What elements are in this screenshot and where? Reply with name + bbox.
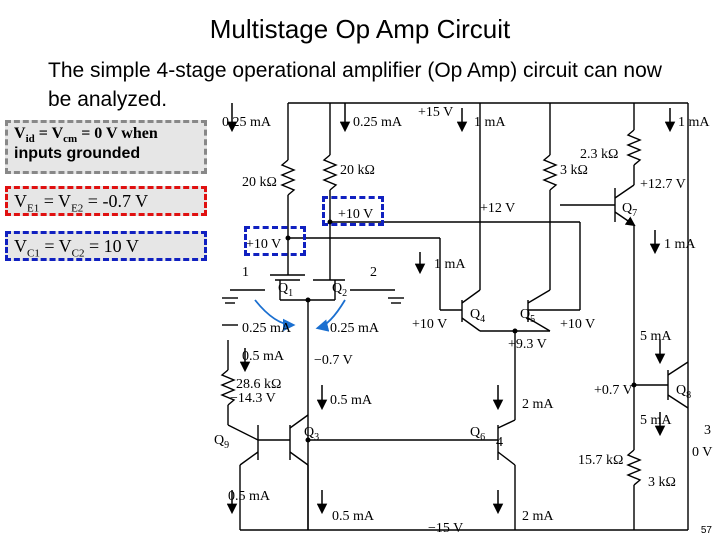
- note-emitter-voltage: VE1 = VE2 = -0.7 V: [5, 186, 207, 216]
- transistor-label-q8: Q8: [676, 383, 691, 401]
- transistor-label-q6: Q6: [470, 425, 485, 443]
- junction-dots: [285, 219, 637, 443]
- current-label: 5 mA: [640, 329, 672, 344]
- current-label: 0.5 mA: [242, 349, 285, 364]
- slide-title: Multistage Op Amp Circuit: [209, 14, 511, 44]
- current-label: 5 mA: [640, 413, 672, 428]
- current-label: 2 mA: [522, 397, 554, 412]
- voltage-label: +10 V: [246, 237, 281, 252]
- current-label: 0.5 mA: [330, 393, 373, 408]
- voltage-label: +9.3 V: [508, 337, 547, 352]
- transistor-label-q9: Q9: [214, 433, 229, 451]
- transistor-label-q1: Q1: [278, 281, 293, 299]
- voltage-label: +10 V: [338, 207, 373, 222]
- page-number: 57: [700, 525, 712, 536]
- resistor-label: 28.6 kΩ: [236, 377, 281, 392]
- voltage-label: +10 V: [412, 317, 447, 332]
- vcc-label: +15 V: [418, 105, 453, 120]
- input-node-2: 2: [370, 265, 377, 280]
- current-label: 1 mA: [434, 257, 466, 272]
- resistor-label: 3 kΩ: [648, 475, 676, 490]
- voltage-label: +10 V: [560, 317, 595, 332]
- node-label-4: 4: [496, 435, 503, 450]
- current-label: 0.25 mA: [242, 321, 292, 336]
- input-node-1: 1: [242, 265, 249, 280]
- current-label: 0.5 mA: [332, 509, 375, 524]
- current-label: 0.25 mA: [330, 321, 380, 336]
- voltage-label: −0.7 V: [314, 353, 353, 368]
- note-vid-vcm: Vid = Vcm = 0 V when inputs grounded: [5, 120, 207, 174]
- node-label-3: 3: [704, 423, 711, 438]
- resistor-label: 15.7 kΩ: [578, 453, 623, 468]
- resistor-label: 2.3 kΩ: [580, 147, 618, 162]
- current-label: 1 mA: [474, 115, 506, 130]
- current-label: 2 mA: [522, 509, 554, 524]
- current-label: 0.25 mA: [353, 115, 403, 130]
- transistor-label-q5: Q5: [520, 307, 535, 325]
- intro-text: The simple 4-stage operational amplifier…: [48, 59, 662, 111]
- transistor-label-q4: Q4: [470, 307, 485, 325]
- highlight-box-10v-top: [322, 196, 384, 226]
- emitter-current-arrows: [254, 299, 346, 332]
- transistor-label-q2: Q2: [332, 281, 347, 299]
- note-collector-voltage: VC1 = VC2 = 10 V: [5, 231, 207, 261]
- resistor-label: 3 kΩ: [560, 163, 588, 178]
- current-label: 0.5 mA: [228, 489, 271, 504]
- current-label: 1 mA: [664, 237, 696, 252]
- vee-label: −15 V: [428, 521, 463, 536]
- voltage-label: +0.7 V: [594, 383, 633, 398]
- transistor-label-q7: Q7: [622, 201, 637, 219]
- transistor-label-q3: Q3: [304, 425, 319, 443]
- current-label: 1 mA: [678, 115, 710, 130]
- circuit-wires: [220, 102, 689, 531]
- voltage-label: +12 V: [480, 201, 515, 216]
- voltage-label: −14.3 V: [230, 391, 276, 406]
- highlight-box-10v-left: [244, 226, 306, 256]
- resistor-label: 20 kΩ: [340, 163, 375, 178]
- resistor-label: 20 kΩ: [242, 175, 277, 190]
- voltage-label: 0 V: [692, 445, 712, 460]
- current-arrows: [226, 103, 676, 515]
- voltage-label: +12.7 V: [640, 177, 686, 192]
- current-label: 0.25 mA: [222, 115, 272, 130]
